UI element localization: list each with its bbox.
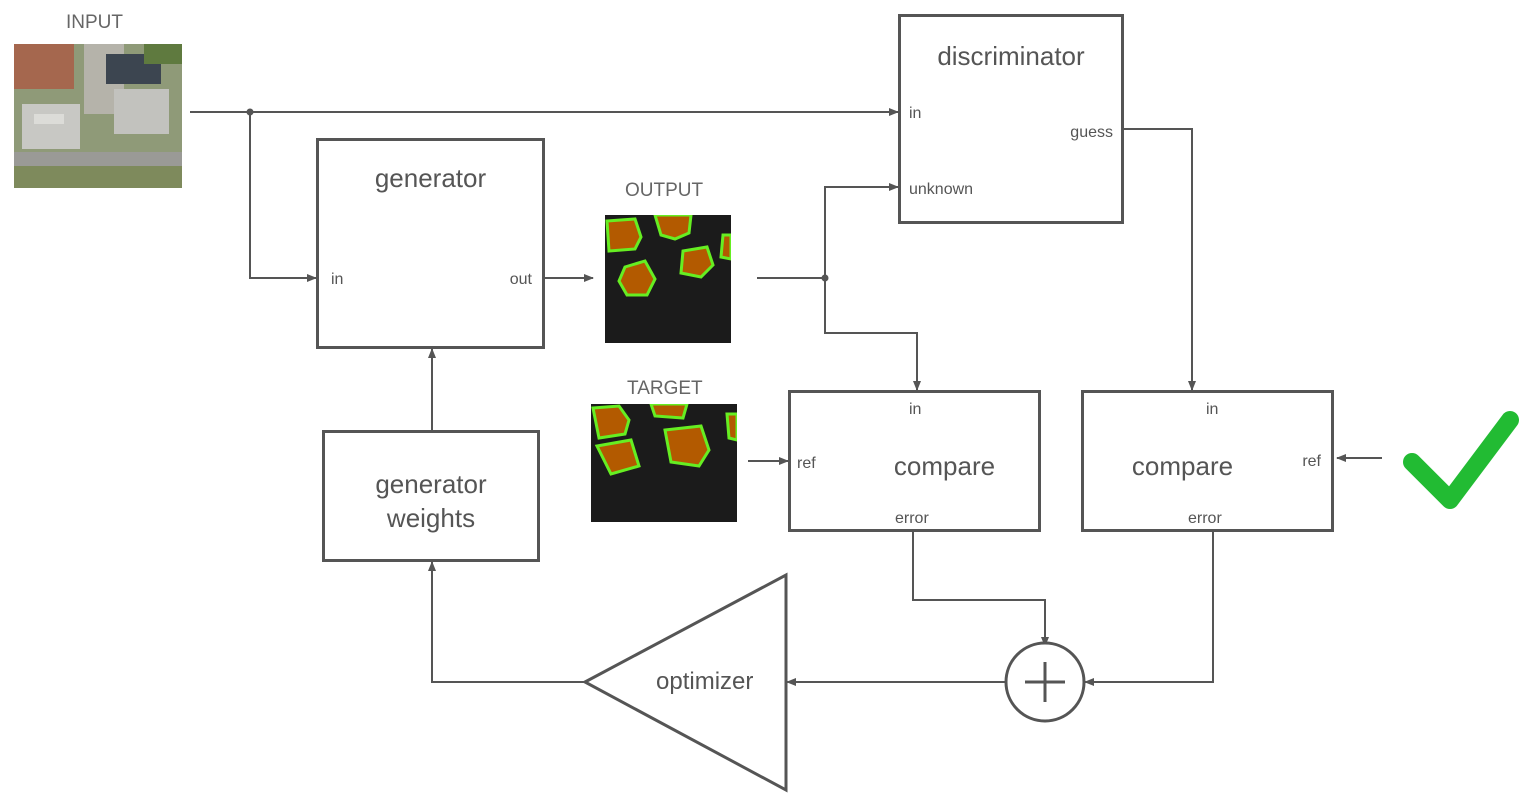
target-building [594, 438, 641, 476]
output-building [605, 217, 643, 253]
line-optimizer-to-weights [428, 561, 585, 683]
compare-left-port-error: error [895, 510, 929, 527]
compare-left-port-ref: ref [797, 455, 816, 472]
line-compare-right-error-to-sum [1084, 530, 1214, 686]
output-caption: OUTPUT [625, 180, 704, 201]
target-building [591, 404, 631, 440]
compare-right-title: compare [1131, 451, 1234, 481]
compare-right-port-ref: ref [1302, 453, 1321, 470]
target-caption: TARGET [627, 378, 703, 399]
target-building [663, 424, 711, 468]
generator-box[interactable]: generator in out [316, 138, 545, 349]
output-building [719, 233, 731, 261]
output-building [653, 215, 693, 241]
output-image [605, 215, 731, 343]
compare-left-box[interactable]: in ref compare error [788, 390, 1041, 532]
junction-dot-output [821, 274, 829, 282]
target-image [591, 404, 737, 522]
generator-title: generator [374, 163, 487, 193]
compare-right-port-error: error [1188, 510, 1222, 527]
compare-left-title: compare [893, 451, 996, 481]
input-image [14, 44, 182, 188]
checkmark-icon [1403, 411, 1519, 509]
discriminator-port-unknown: unknown [909, 181, 974, 198]
generator-weights-title-line2: weights [386, 503, 476, 533]
junction-dot-input [246, 108, 254, 116]
line-output-to-discriminator [824, 183, 899, 278]
plus-circle-icon [1004, 641, 1086, 723]
output-building [617, 259, 657, 297]
discriminator-port-guess: guess [1070, 124, 1113, 141]
line-compare-left-error-to-sum [912, 530, 1049, 647]
compare-right-box[interactable]: in compare ref error [1081, 390, 1334, 532]
optimizer-triangle [581, 572, 788, 793]
compare-left-port-in: in [909, 401, 922, 418]
input-caption: INPUT [66, 12, 123, 33]
generator-weights-title-line1: generator [375, 469, 487, 499]
line-input-to-generator [249, 112, 317, 282]
generator-weights-box[interactable]: generator weights [322, 430, 540, 562]
line-guess-to-compare-right [1122, 128, 1196, 391]
compare-right-port-in: in [1206, 401, 1219, 418]
line-output-to-compare-left [824, 278, 921, 391]
discriminator-title: discriminator [937, 41, 1085, 71]
output-building [679, 245, 715, 279]
generator-port-out: out [509, 271, 532, 288]
discriminator-box[interactable]: discriminator in unknown guess [898, 14, 1124, 224]
target-building [649, 404, 689, 420]
optimizer-label: optimizer [656, 668, 754, 695]
discriminator-port-in: in [909, 105, 922, 122]
target-building [725, 412, 737, 442]
generator-port-in: in [331, 271, 344, 288]
